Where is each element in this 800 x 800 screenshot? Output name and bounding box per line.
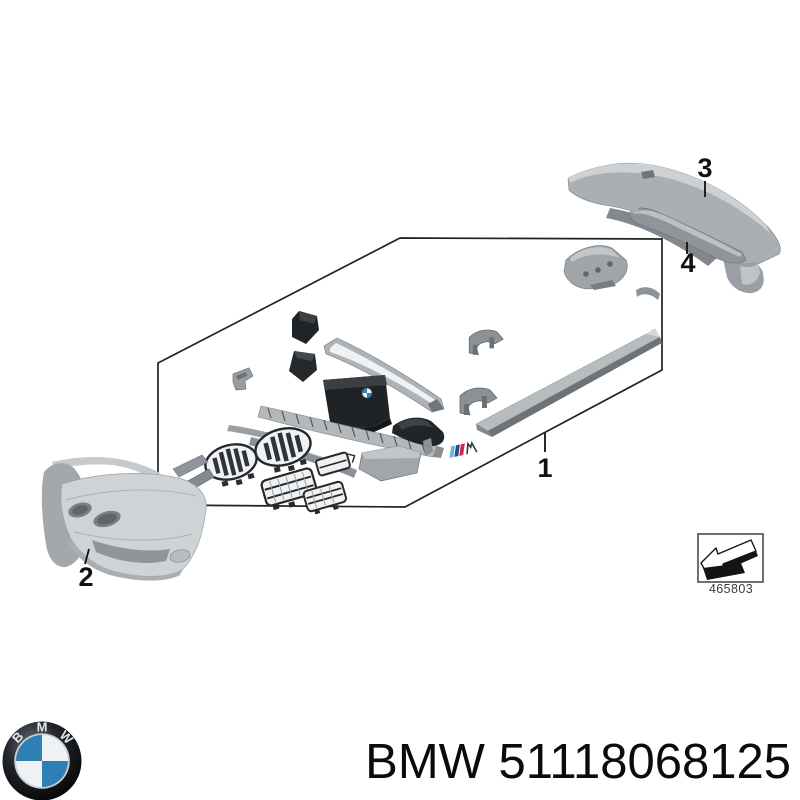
direction-indicator-box: 465803 [697,533,764,596]
rear-carrier-bracket [563,245,628,290]
impact-absorber-strip [257,405,444,458]
bmw-logo: B M W [2,720,82,800]
side-grid-grille-2 [302,480,348,515]
tow-cover-grille [315,451,356,477]
callout-label-2[interactable]: 2 [78,562,93,592]
kidney-grille-right [254,427,312,473]
callout-label-4[interactable]: 4 [680,248,695,278]
support-bracket-2 [468,329,504,356]
callout-label-1[interactable]: 1 [537,453,552,483]
diagram-code: 465803 [709,582,753,596]
brake-duct-upper [292,311,319,344]
rear-bumper [567,162,781,294]
travel-direction-arrow-icon [700,539,758,580]
rear-diffuser [628,205,747,264]
side-skirt-sill [475,328,662,437]
callout-label-3[interactable]: 3 [697,153,712,183]
front-bumper [41,456,207,581]
callout-line-2 [84,548,90,565]
trim-strip-left-1 [172,454,209,478]
callout-lines [84,181,706,565]
small-mount-bracket [232,367,254,391]
brake-duct-lower [289,351,317,382]
m-performance-emblem [449,440,478,458]
air-duct-elbow [392,417,445,447]
side-grid-grille-1 [260,467,318,511]
small-curved-strip [636,287,660,300]
kidney-grille-left [204,443,258,487]
small-strip [423,438,433,456]
logo-letter-m: M [37,720,48,735]
part-number-text: BMW 51118068125 [365,735,791,789]
support-bracket-1 [459,387,498,416]
skid-plate [358,445,422,482]
bumper-carrier-bar [323,337,445,413]
